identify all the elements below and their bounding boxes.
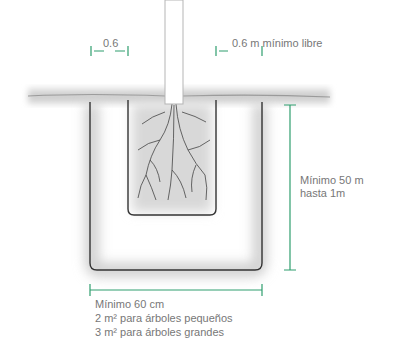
depth-dimension: [284, 105, 296, 270]
root-ball: [128, 100, 216, 215]
note-label: 3 m² para árboles grandes: [95, 326, 295, 339]
note-label: 2 m² para árboles pequeños: [95, 312, 295, 325]
dimension-label: Mínimo 50 m hasta 1m: [300, 174, 374, 200]
roots: [138, 104, 210, 200]
width-dimension: [90, 284, 262, 296]
dimension-label: Mínimo 60 cm: [95, 298, 275, 311]
tree-trunk: [165, 0, 183, 104]
dimension-label: 0.6 m mínimo libre: [232, 37, 362, 50]
dimension-label: 0.6: [103, 37, 127, 50]
planting-pit: [90, 102, 262, 270]
